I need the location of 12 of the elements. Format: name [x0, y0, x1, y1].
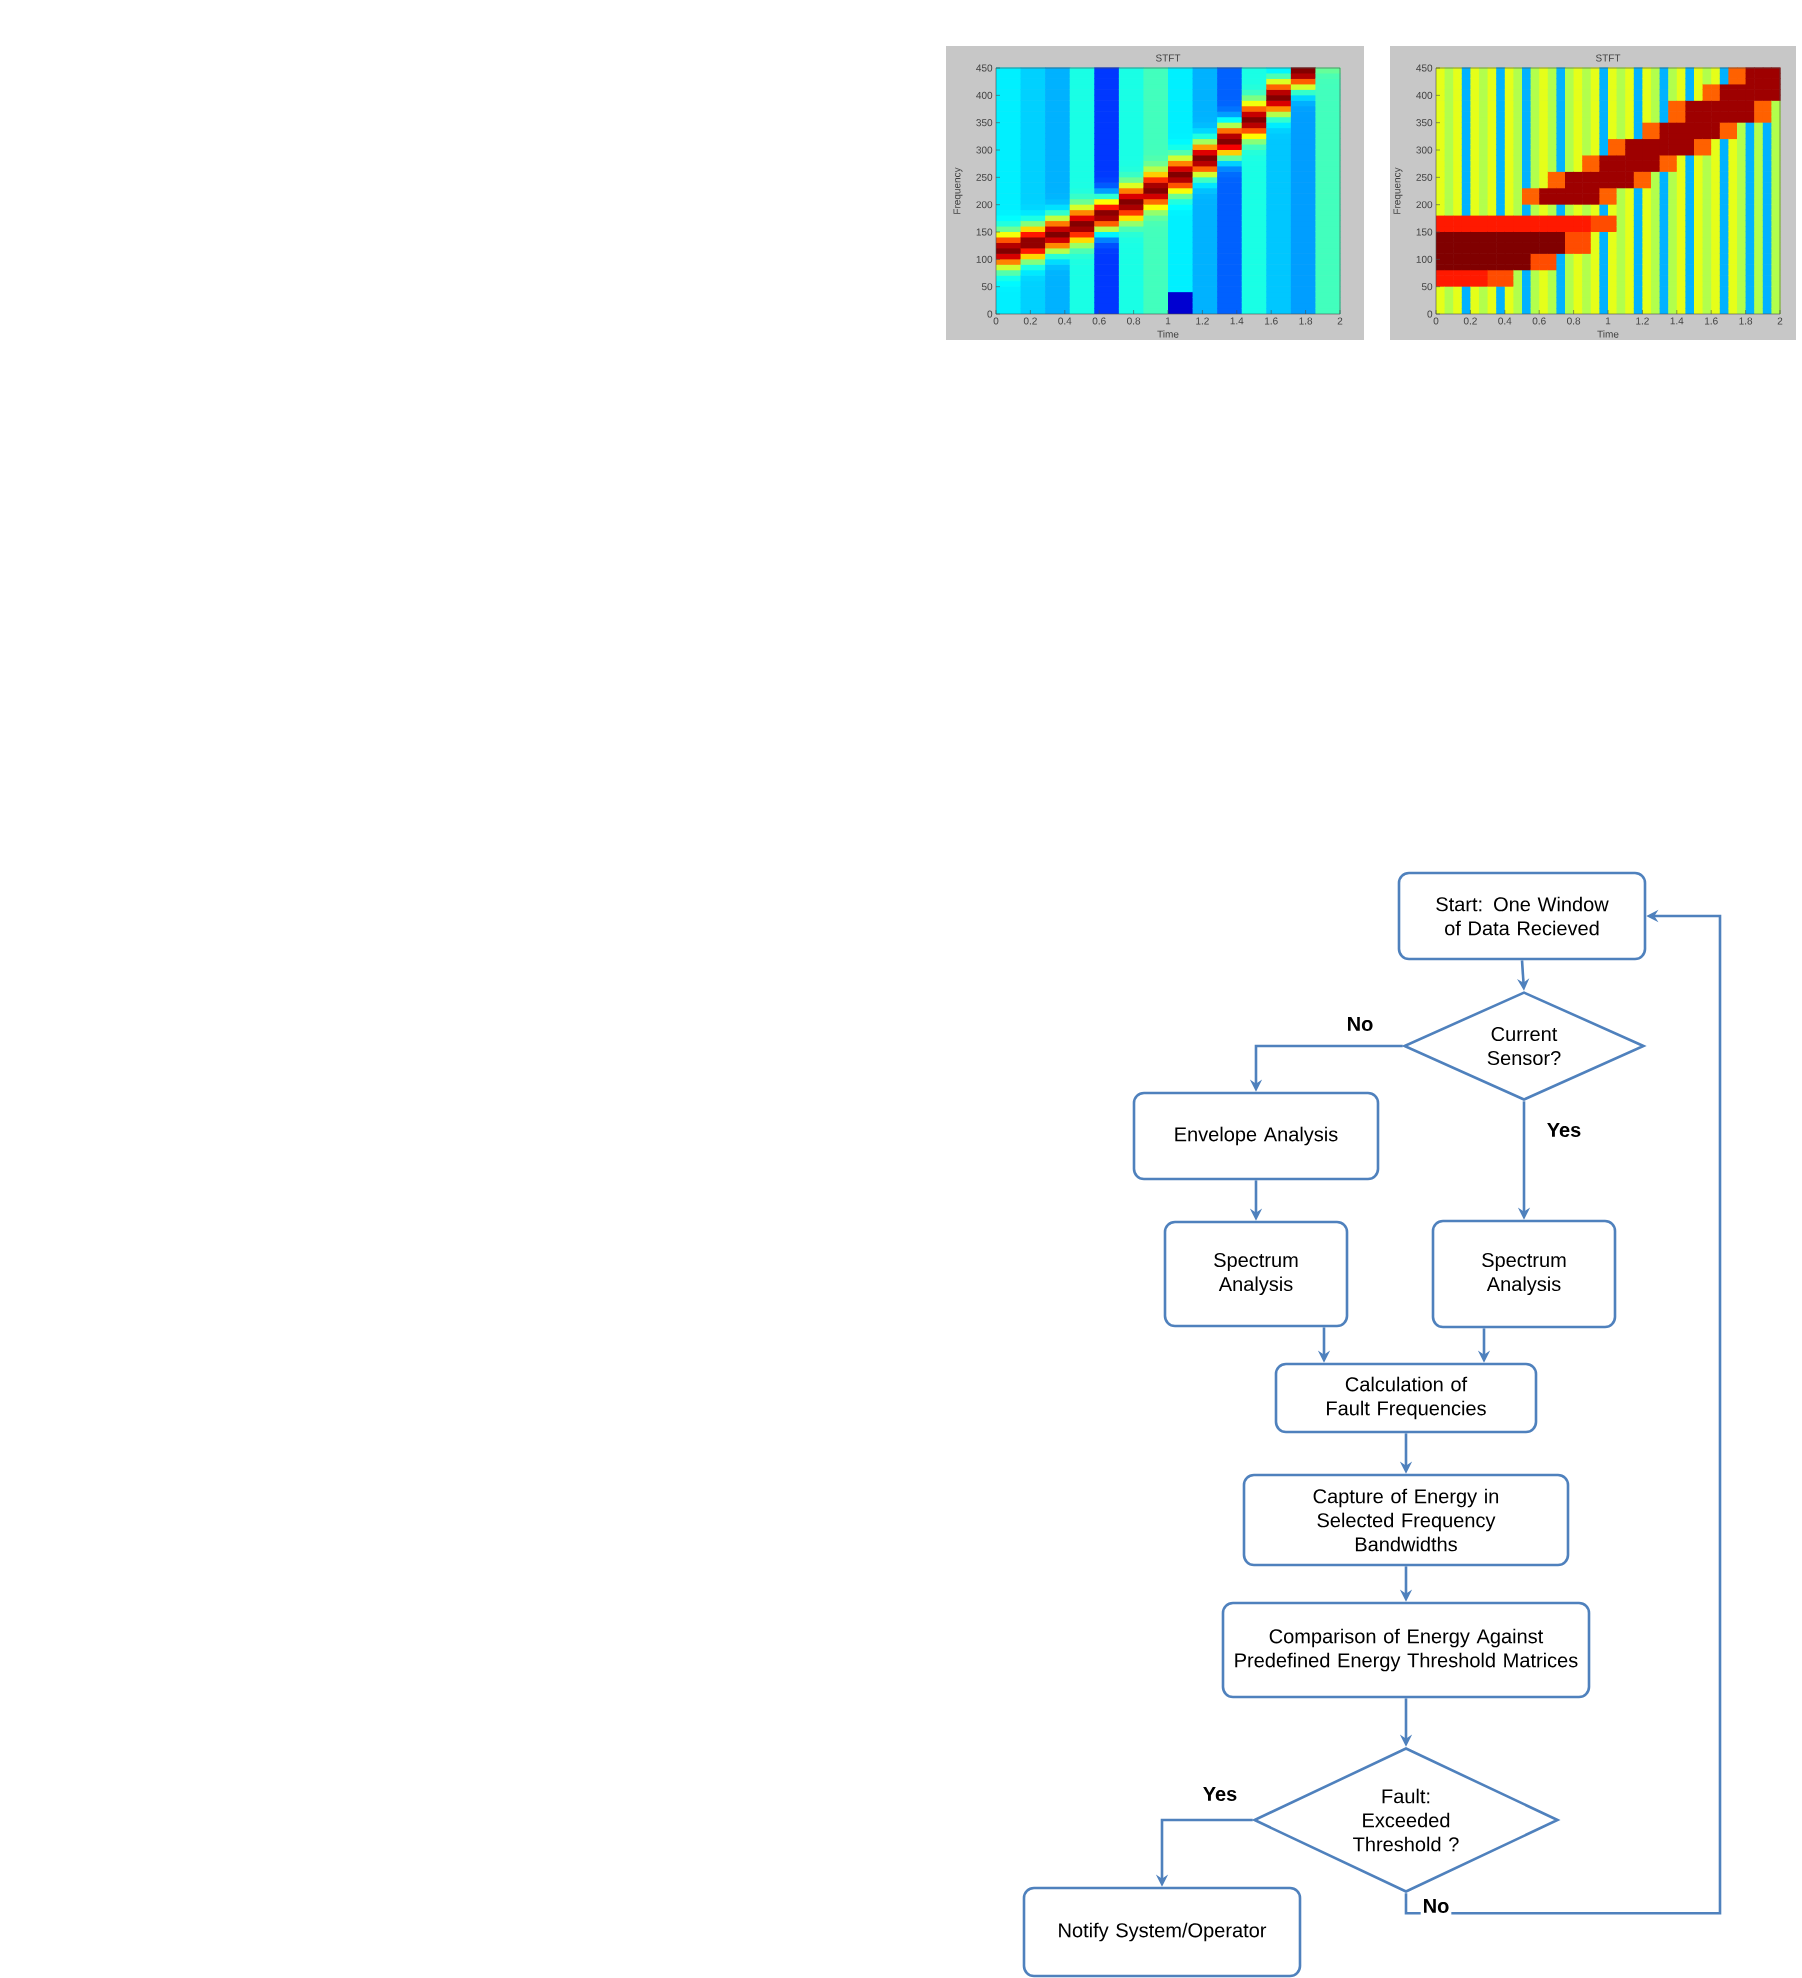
process-box: Spectrum Analysis [1431, 1219, 1617, 1329]
process-box: Envelope Analysis [1132, 1091, 1380, 1181]
process-box: Capture of Energy in Selected Frequency Bandwidths [1242, 1473, 1570, 1567]
process-box: Notify System/Operator [1022, 1886, 1302, 1978]
edge-label: No [1344, 1015, 1376, 1033]
process-box: Spectrum Analysis [1163, 1220, 1349, 1328]
process-box: Calculation of Fault Frequencies [1274, 1362, 1538, 1434]
edge-label: No [1420, 1897, 1452, 1915]
edge-label: Yes [1544, 1121, 1584, 1139]
edge-label: Yes [1200, 1785, 1240, 1803]
process-box: Comparison of Energy Against Predefined Energy Threshold Matrices [1221, 1601, 1591, 1699]
process-box: Start: One Window of Data Recieved [1397, 871, 1647, 961]
